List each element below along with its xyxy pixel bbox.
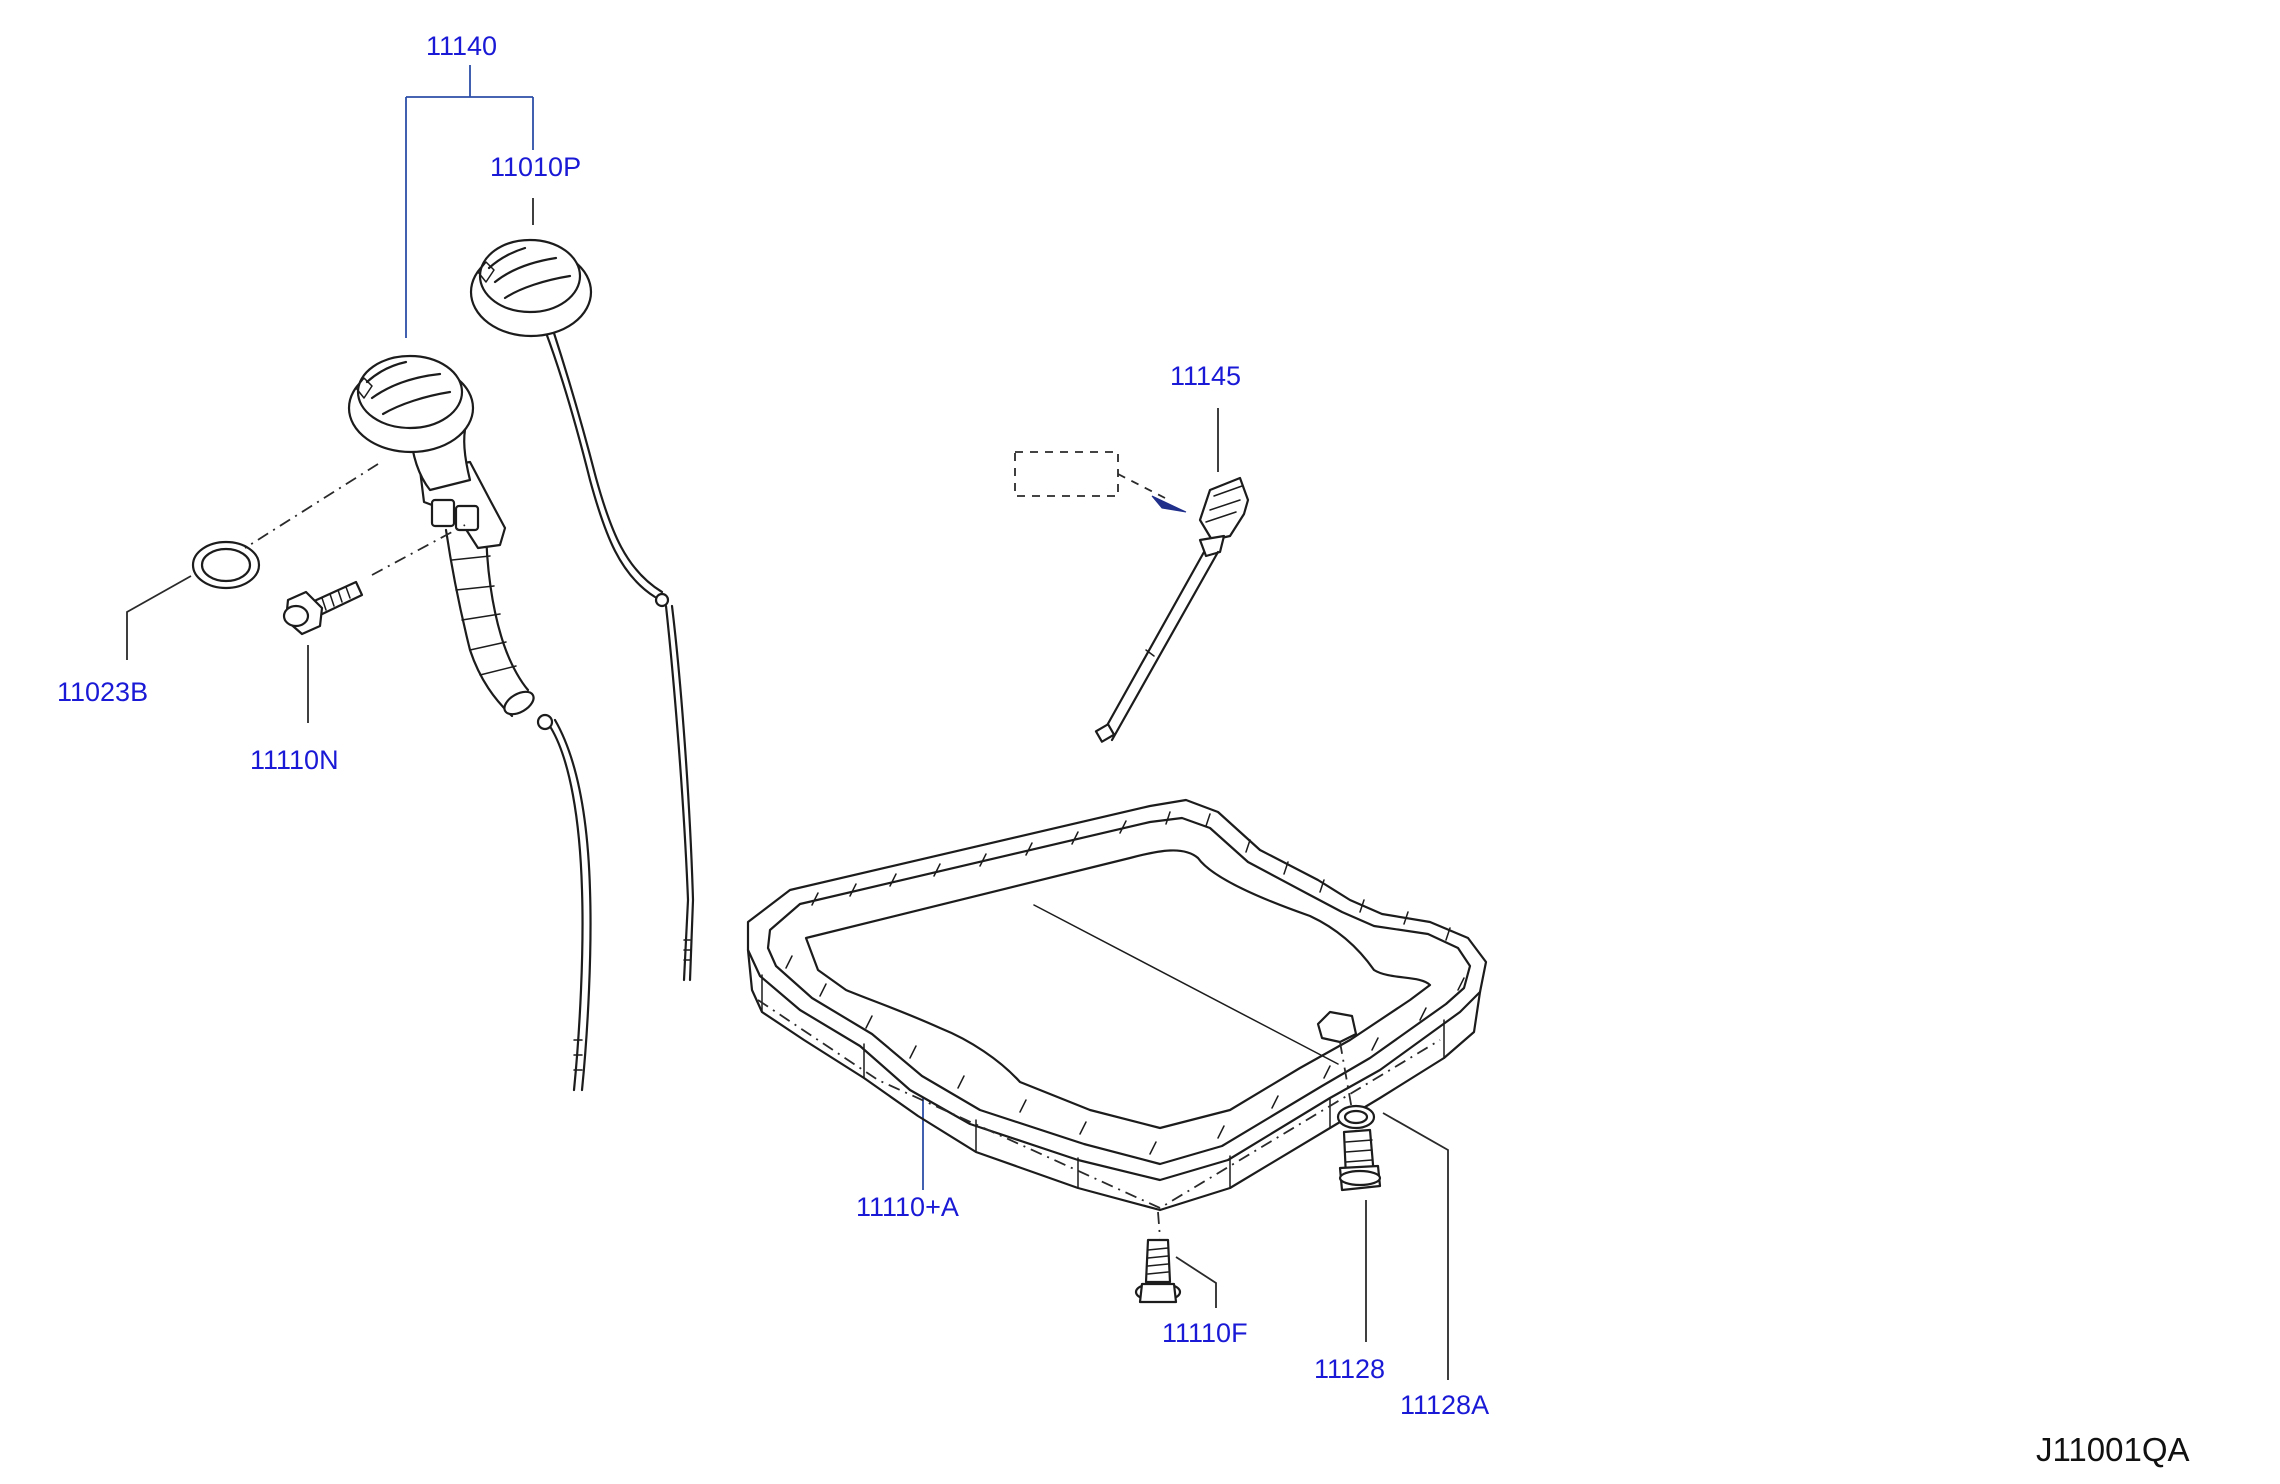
label-11110n[interactable]: 11110N [250,745,339,775]
label-11128[interactable]: 11128 [1314,1354,1385,1384]
assembly-line-tube-oring [244,463,379,549]
bolt-11110f [1134,1211,1182,1304]
oil-pan-11110a [746,798,1488,1212]
leader-11110f [1175,1256,1217,1308]
assembly-line-bolt-bracket [371,524,466,576]
label-11128a[interactable]: 11128A [1400,1390,1489,1420]
label-11023b[interactable]: 11023B [57,677,148,707]
diagram-code: J11001QA [2036,1431,2190,1468]
label-11010p[interactable]: 11010P [490,152,581,182]
label-11145[interactable]: 11145 [1170,361,1241,391]
label-11110f[interactable]: 11110F [1162,1318,1248,1348]
washer-11128a [1336,1104,1376,1130]
o-ring-11023b [191,540,261,590]
oil-level-gauge-11010p [469,238,695,982]
label-11110a[interactable]: 11110+A [856,1192,959,1222]
leader-11023b [126,575,192,660]
label-11140[interactable]: 11140 [426,31,497,61]
drain-plug-11128 [1338,1128,1382,1192]
bolt-11110n [282,580,364,636]
oil-level-gauge-guide-11140 [347,354,592,1092]
oil-pressure-switch-11145 [1014,451,1250,743]
leader-11128a [1382,1112,1449,1380]
leader-11140 [405,65,534,338]
